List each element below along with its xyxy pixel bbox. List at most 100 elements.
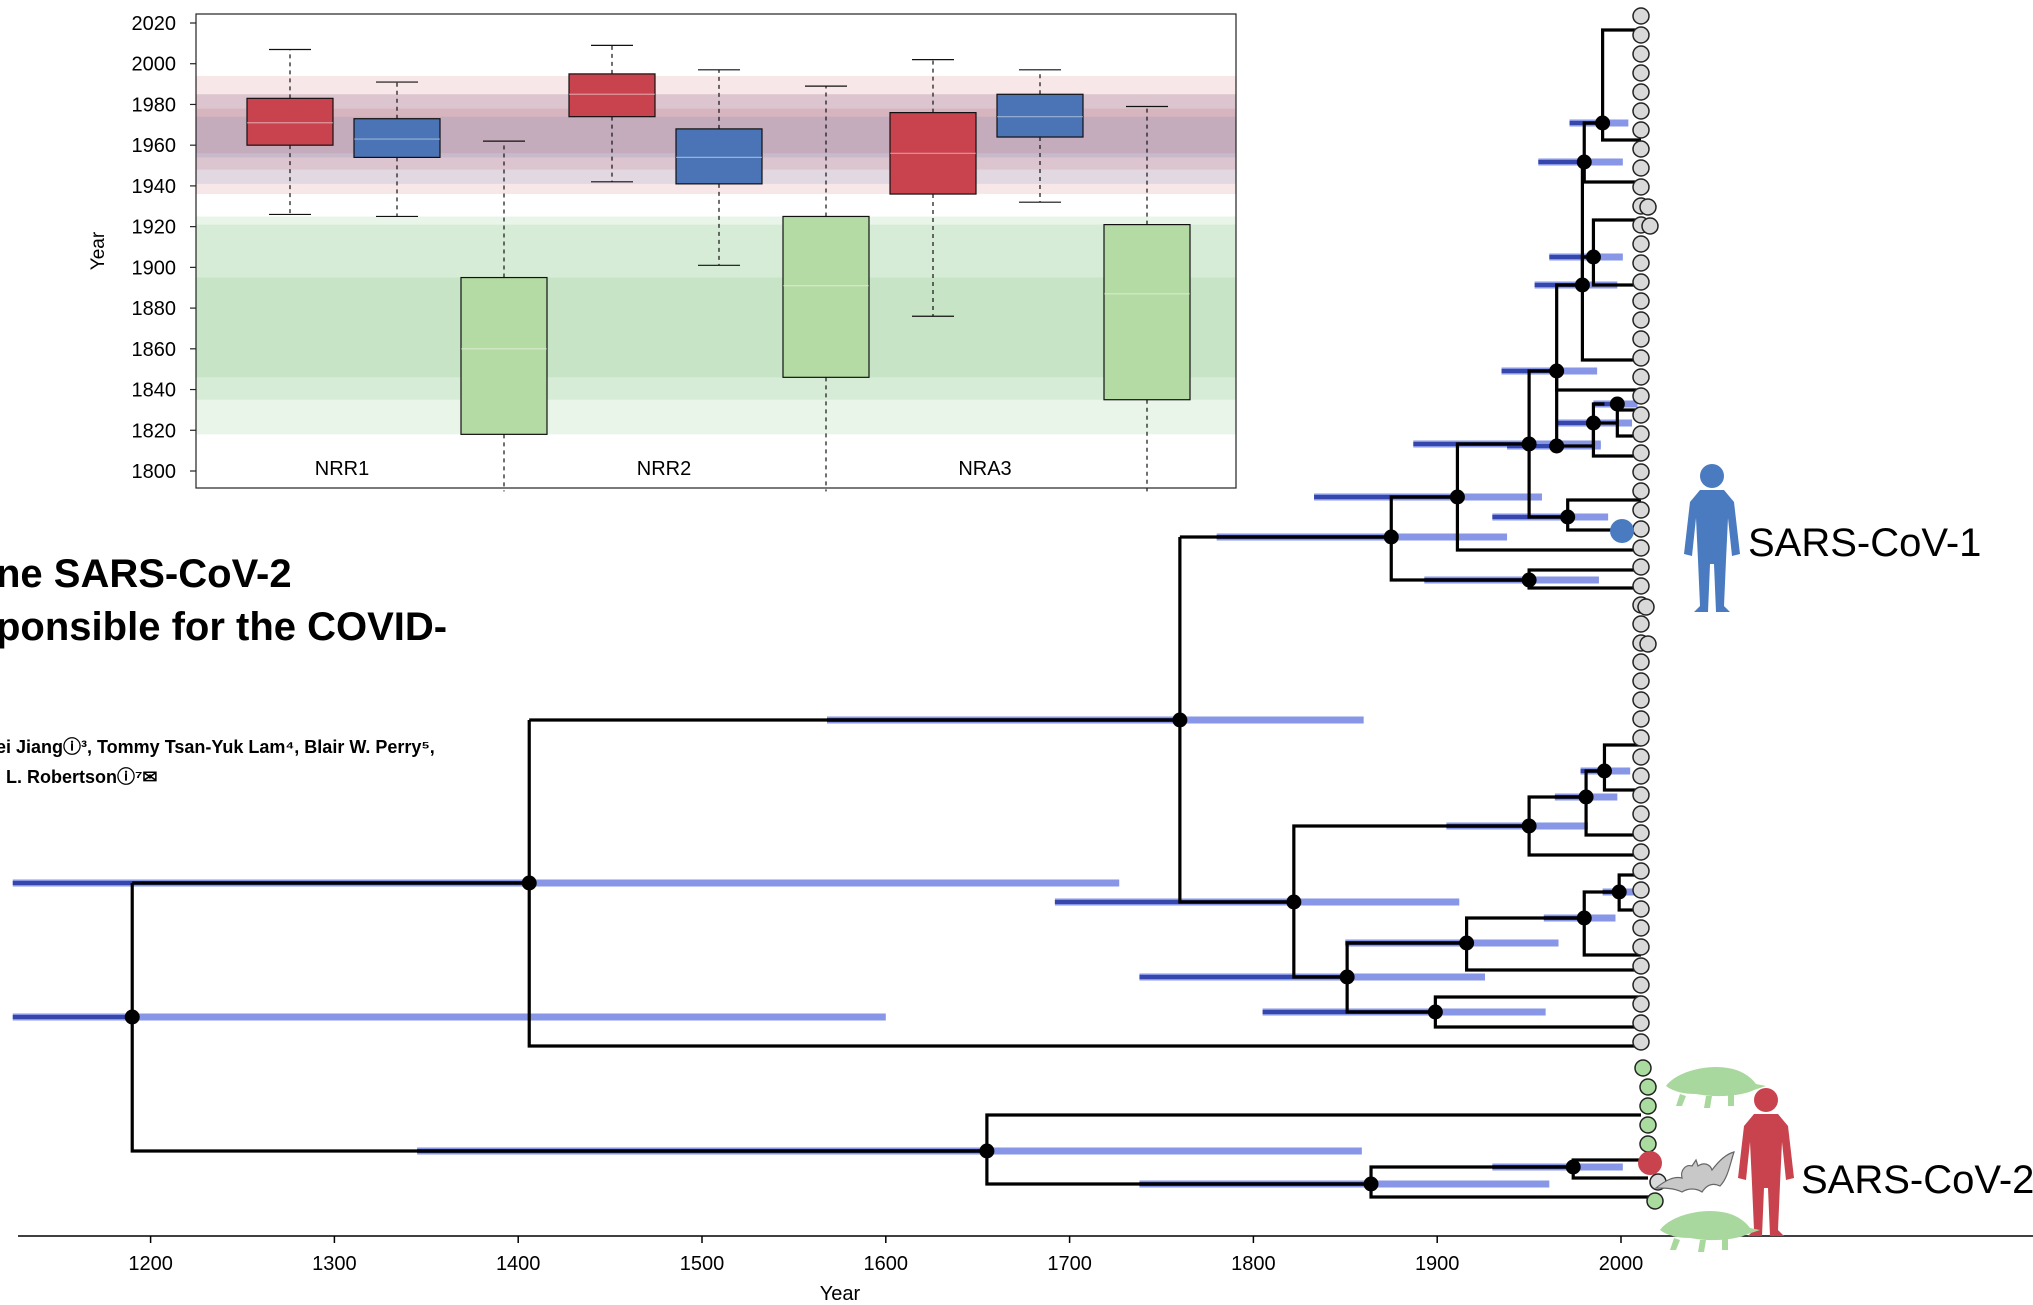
tip-node [1632, 273, 1650, 291]
group-label: NRR1 [315, 458, 369, 480]
tip-node [1632, 387, 1650, 405]
sars-cov-1-human-tip [1610, 519, 1634, 543]
internal-node [1565, 1159, 1581, 1175]
internal-node [1339, 969, 1355, 985]
internal-node [1596, 763, 1612, 779]
box-nra3-2 [996, 69, 1084, 203]
internal-node [979, 1143, 995, 1159]
branch [1580, 285, 1641, 362]
internal-node [1363, 1176, 1379, 1192]
tip-node [1632, 406, 1650, 424]
internal-node [1609, 396, 1625, 412]
inset-boxes [246, 44, 1191, 492]
internal-node [1549, 363, 1565, 379]
box-nra3-3 [1103, 105, 1191, 492]
inset-background [196, 14, 1236, 488]
box-nrr1-2 [353, 81, 441, 218]
tip-node [1632, 83, 1650, 101]
internal-node [1578, 789, 1594, 805]
tree-internal-nodes [124, 115, 1627, 1192]
box-nrr1-3 [460, 140, 548, 492]
phylogenetic-tree [12, 7, 1667, 1210]
tip-node [1632, 292, 1650, 310]
y-tick-label: 1840 [132, 380, 177, 402]
branch [1527, 444, 1568, 519]
internal-node [1521, 572, 1537, 588]
tip-node [1632, 235, 1650, 253]
tip-node [1632, 938, 1650, 956]
tip-node [1632, 786, 1650, 804]
y-tick-label: 1880 [132, 298, 177, 320]
tip-node [1639, 635, 1657, 653]
y-tick-label: 1800 [132, 461, 177, 483]
paper-title-line1: ne SARS-CoV-2 [0, 552, 292, 596]
paper-authors-line2: l L. Robertsonⓘ⁷✉ [0, 766, 158, 787]
tip-node [1632, 140, 1650, 158]
tip-node [1632, 767, 1650, 785]
box [460, 276, 548, 435]
tip-node [1632, 330, 1650, 348]
y-tick-label: 1960 [132, 135, 177, 157]
box [353, 118, 441, 159]
tip-node [1632, 501, 1650, 519]
internal-node [1521, 818, 1537, 834]
box-nrr2-2 [675, 69, 763, 266]
tip-node [1632, 1014, 1650, 1032]
tip-node [1639, 198, 1657, 216]
branch [1455, 442, 1530, 497]
inset-frame [195, 13, 1237, 489]
internal-node [1574, 277, 1590, 293]
tip-node [1632, 520, 1650, 538]
branch [1601, 28, 1641, 123]
box-nrr1-1 [246, 48, 334, 216]
branch [1527, 826, 1641, 857]
tip-node [1632, 102, 1650, 120]
box [1103, 224, 1191, 401]
internal-node [1286, 894, 1302, 910]
tip-node [1632, 349, 1650, 367]
tip-node [1632, 691, 1650, 709]
branch [1582, 918, 1641, 957]
box [996, 93, 1084, 138]
branch [1345, 941, 1467, 977]
branch [1465, 943, 1641, 972]
tip-node [1632, 121, 1650, 139]
tip-node [1632, 976, 1650, 994]
box [675, 128, 763, 185]
tip-node [1632, 482, 1650, 500]
box-nrr2-3 [782, 85, 870, 492]
tip-node [1632, 729, 1650, 747]
branch [1591, 257, 1641, 287]
hpd-band [196, 277, 1236, 378]
group-label: NRA3 [958, 458, 1011, 480]
tip-node [1632, 368, 1650, 386]
time-tick-label: 1400 [496, 1253, 541, 1275]
tip-node [1632, 159, 1650, 177]
y-tick-label: 2000 [132, 54, 177, 76]
time-axis-label: Year [820, 1283, 861, 1300]
tip-node [1634, 1059, 1652, 1077]
box [889, 111, 977, 195]
branch [1582, 890, 1620, 918]
box-nrr2-1 [568, 44, 656, 183]
internal-node [1560, 509, 1576, 525]
tip-node [1632, 558, 1650, 576]
y-tick-label: 1860 [132, 339, 177, 361]
branch [1555, 371, 1594, 448]
box [782, 215, 870, 378]
tip-node [1632, 843, 1650, 861]
branch [1527, 795, 1587, 826]
pangolin-icon [1660, 1210, 1760, 1252]
y-tick-label: 1980 [132, 94, 177, 116]
sars-cov-2-human-tip [1638, 1151, 1662, 1175]
tip-node [1637, 598, 1655, 616]
time-tick-label: 1200 [128, 1253, 173, 1275]
internal-node [1595, 115, 1611, 131]
hpd-band [196, 216, 1236, 435]
tip-node [1632, 957, 1650, 975]
tip-node [1632, 178, 1650, 196]
tip-node [1632, 824, 1650, 842]
time-tick-label: 2000 [1599, 1253, 1644, 1275]
